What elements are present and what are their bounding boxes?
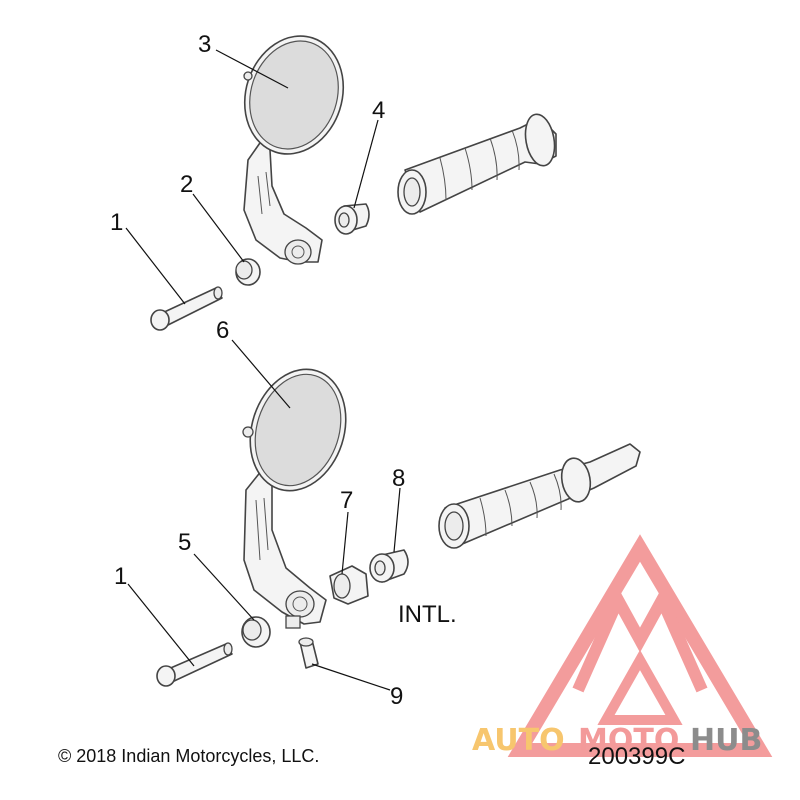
callout-2: 2 [180, 171, 193, 198]
callout-7: 7 [340, 487, 353, 514]
drawing-number: 200399C [588, 743, 685, 770]
set-screw-icon [298, 637, 319, 669]
callout-5: 5 [178, 529, 191, 556]
bar-end-adapter-upper-icon [334, 203, 370, 235]
spacer-lower-icon [241, 616, 271, 648]
leader-lines [125, 49, 401, 691]
callout-6: 6 [216, 317, 229, 344]
callout-4: 4 [372, 97, 385, 124]
grip-lower-icon [438, 443, 641, 549]
bar-end-adapter-lower-icon [369, 549, 409, 583]
automotohub-wordmark: AUTO MOTO HUB [472, 723, 762, 758]
mirror-lower-icon [242, 368, 347, 629]
bolt-lower-icon [156, 642, 233, 687]
callout-1-upper: 1 [110, 209, 123, 236]
callout-9: 9 [390, 683, 403, 710]
watermark-moto: MOTO [578, 723, 679, 758]
bolt-upper-icon [150, 286, 223, 331]
callout-1-lower: 1 [114, 563, 127, 590]
intl-label: INTL. [398, 601, 457, 628]
clamp-nut-icon [329, 565, 369, 605]
copyright-text: © 2018 Indian Motorcycles, LLC. [58, 746, 319, 766]
spacer-upper-icon [235, 258, 261, 286]
watermark-auto: AUTO [472, 723, 565, 758]
watermark-hub: HUB [690, 723, 762, 758]
callout-3: 3 [198, 31, 211, 58]
grip-upper-icon [397, 113, 557, 215]
callout-8: 8 [392, 465, 405, 492]
automotohub-logo-icon [507, 534, 773, 757]
mirror-upper-icon [243, 35, 345, 265]
